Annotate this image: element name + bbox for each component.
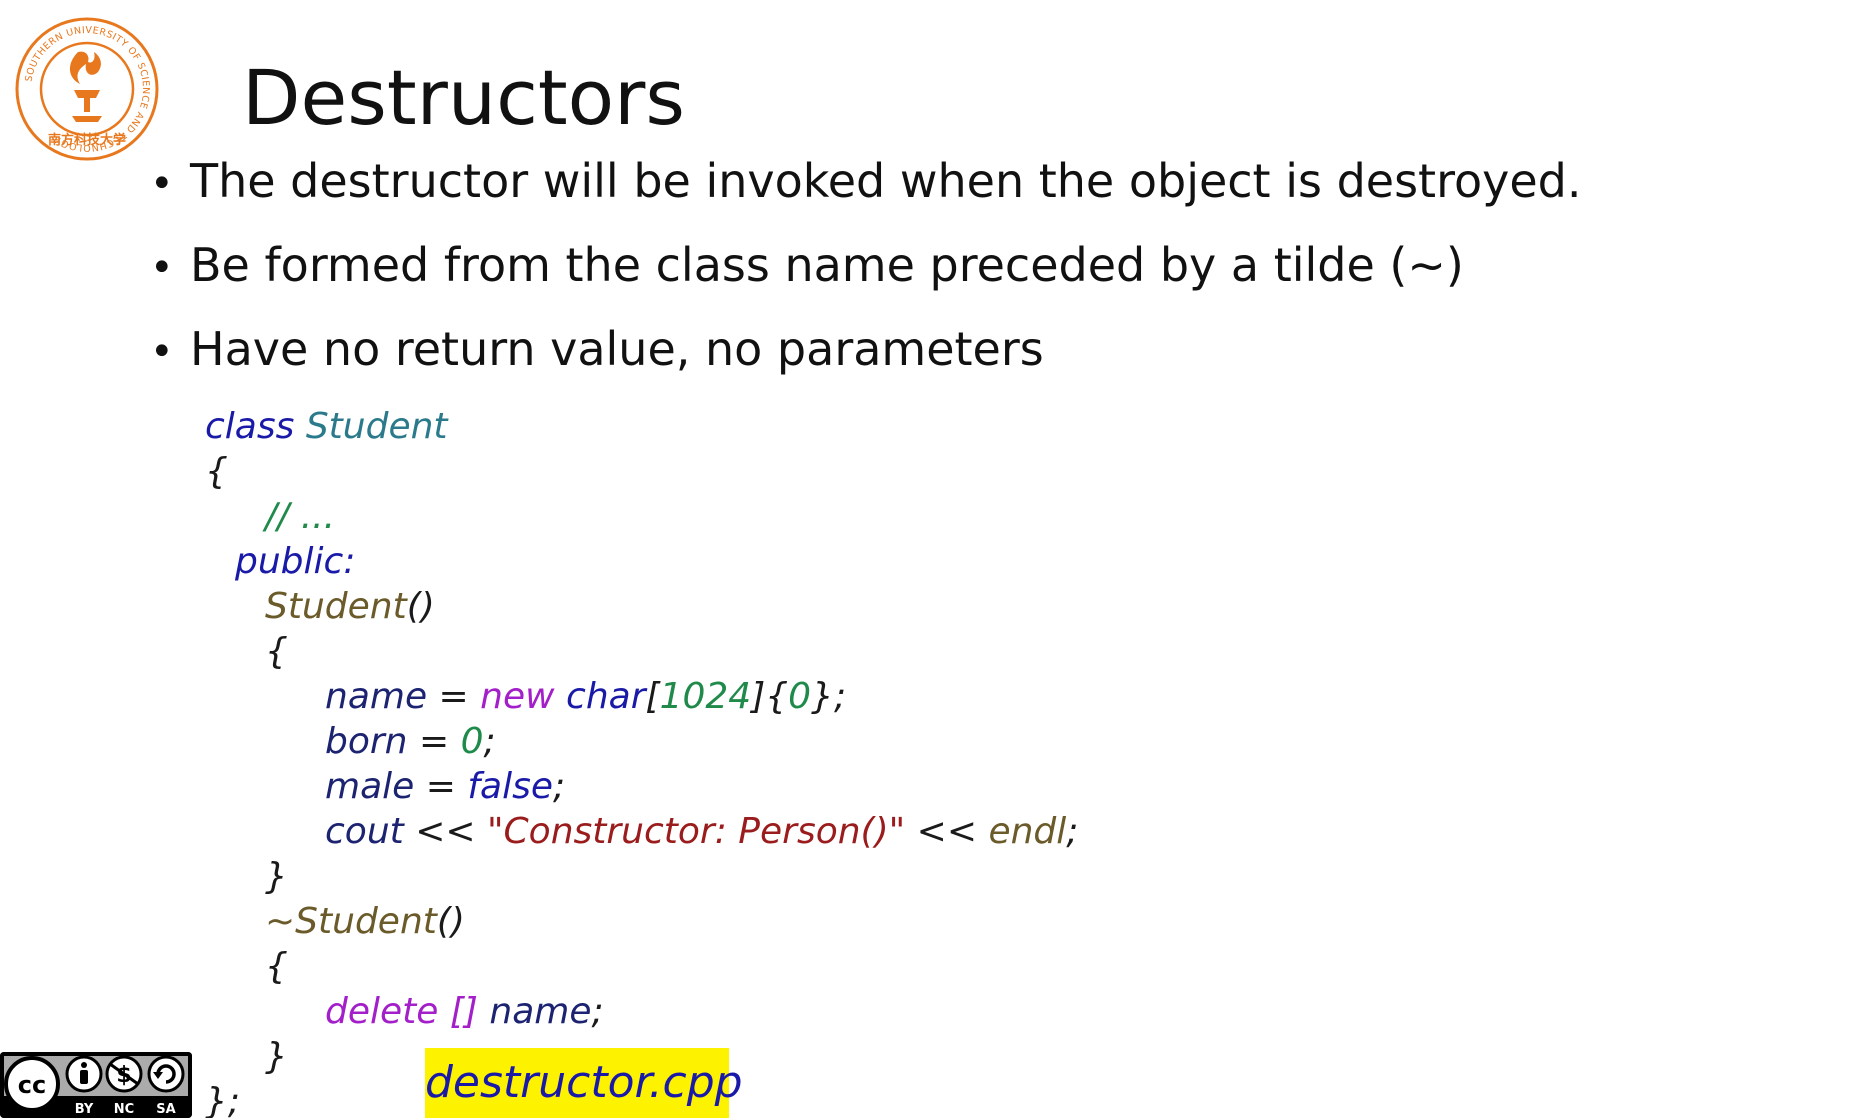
code-line: {	[205, 944, 1078, 989]
open-brace: {	[205, 451, 228, 492]
bullet-item: • The destructor will be invoked when th…	[150, 154, 1581, 238]
attribution-icon	[65, 1055, 103, 1093]
parens: ()	[436, 901, 465, 942]
bullet-dot-icon: •	[150, 245, 174, 291]
code-line: male = false;	[205, 764, 1078, 809]
cc-icon: cc	[4, 1056, 60, 1112]
assign-op: =	[427, 676, 481, 717]
born-variable: born	[325, 721, 408, 762]
semicolon: ;	[552, 766, 566, 807]
assign-op: =	[414, 766, 468, 807]
bracket-close: ]	[751, 676, 766, 717]
name-variable: name	[325, 676, 428, 717]
bracket-open: [	[645, 676, 660, 717]
destructor-name: ~Student	[265, 901, 437, 942]
sa-label: SA	[156, 1102, 175, 1117]
cc-license-badge[interactable]: cc $ BY NC SA	[0, 1052, 192, 1118]
shift-op: <<	[403, 811, 487, 852]
code-line: }	[205, 854, 1078, 899]
male-variable: male	[325, 766, 415, 807]
filename-label: destructor.cpp	[425, 1048, 743, 1118]
cout-variable: cout	[325, 811, 404, 852]
bullet-item: • Be formed from the class name preceded…	[150, 238, 1581, 322]
semicolon: ;	[1066, 811, 1079, 852]
code-line: name = new char[1024]{0};	[205, 674, 1078, 719]
size-number: 1024	[659, 676, 752, 717]
code-line: {	[205, 629, 1078, 674]
ctor-open-brace: {	[265, 631, 288, 672]
dtor-open-brace: {	[265, 946, 288, 987]
name-variable: name	[489, 991, 592, 1032]
shift-op: <<	[905, 811, 989, 852]
brace-init-open: {	[765, 676, 789, 717]
dtor-close-brace: }	[265, 1036, 288, 1077]
bullet-item: • Have no return value, no parameters	[150, 322, 1581, 406]
zero-number: 0	[788, 676, 812, 717]
cc-text: cc	[18, 1071, 46, 1099]
sharealike-icon	[147, 1055, 185, 1093]
code-line: Student()	[205, 584, 1078, 629]
semicolon: ;	[483, 721, 496, 762]
delete-brackets: []	[449, 991, 478, 1032]
code-comment: // ...	[265, 496, 336, 537]
semicolon: ;	[591, 991, 604, 1032]
bullet-dot-icon: •	[150, 161, 174, 207]
code-line: // ...	[205, 494, 1078, 539]
constructor-name: Student	[265, 586, 407, 627]
noncommercial-icon: $	[105, 1055, 143, 1093]
by-label: BY	[75, 1102, 94, 1117]
code-line: class Student	[205, 404, 1078, 449]
code-line: delete [] name;	[205, 989, 1078, 1034]
zero-number: 0	[460, 721, 484, 762]
assign-op: =	[407, 721, 461, 762]
class-name: Student	[305, 406, 448, 447]
public-keyword: public:	[235, 541, 356, 582]
slide-title: Destructors	[242, 53, 686, 142]
brace-init-close: }	[811, 676, 834, 717]
bullet-text: Have no return value, no parameters	[190, 322, 1044, 376]
char-keyword: char	[566, 676, 646, 717]
false-keyword: false	[467, 766, 553, 807]
delete-keyword: delete	[325, 991, 439, 1032]
parens: ()	[406, 586, 435, 627]
bullet-text: Be formed from the class name preceded b…	[190, 238, 1464, 292]
code-line: born = 0;	[205, 719, 1078, 764]
nc-label: NC	[114, 1102, 134, 1117]
class-close-brace: };	[205, 1081, 241, 1118]
ctor-string: "Constructor: Person()"	[486, 811, 906, 852]
code-line: };	[205, 1079, 1078, 1118]
new-keyword: new	[480, 676, 555, 717]
code-line: }	[205, 1034, 1078, 1079]
code-line: cout << "Constructor: Person()" << endl;	[205, 809, 1078, 854]
endl-function: endl	[988, 811, 1067, 852]
university-seal-logo: SOUTHERN UNIVERSITY OF SCIENCE AND TECHN…	[15, 17, 159, 161]
code-line: {	[205, 449, 1078, 494]
code-line: public:	[205, 539, 1078, 584]
code-line: ~Student()	[205, 899, 1078, 944]
bullet-text: The destructor will be invoked when the …	[190, 154, 1582, 208]
bullet-list: • The destructor will be invoked when th…	[150, 154, 1581, 406]
bullet-dot-icon: •	[150, 329, 174, 375]
semicolon: ;	[833, 676, 847, 717]
seal-cn-text: 南方科技大学	[48, 132, 126, 148]
ctor-close-brace: }	[265, 856, 288, 897]
class-keyword: class	[205, 406, 295, 447]
code-block: class Student { // ... public: Student()…	[205, 404, 1078, 1118]
